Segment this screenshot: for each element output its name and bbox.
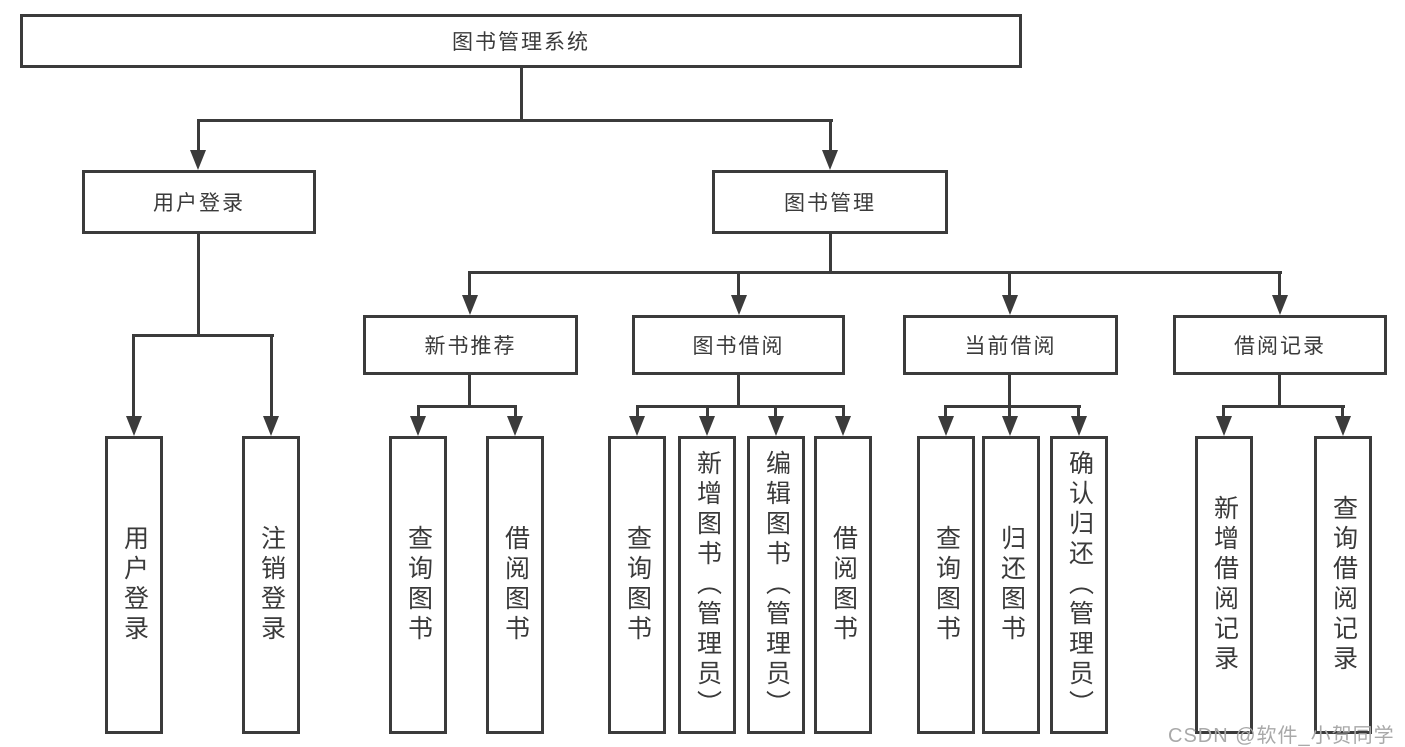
connector-line — [468, 375, 471, 408]
leaf-query-book-1: 查询图书 — [389, 436, 447, 734]
connector-line — [944, 405, 1081, 408]
arrowhead-down-icon — [1002, 295, 1018, 315]
connector-line — [1222, 405, 1345, 408]
connector-line — [514, 405, 517, 418]
connector-line — [944, 405, 947, 418]
connector-line — [132, 334, 135, 418]
connector-line — [737, 375, 740, 408]
arrowhead-down-icon — [731, 295, 747, 315]
arrowhead-down-icon — [835, 416, 851, 436]
node-root: 图书管理系统 — [20, 14, 1022, 68]
leaf-return-book: 归还图书 — [982, 436, 1040, 734]
connector-line — [829, 119, 832, 153]
connector-line — [829, 234, 832, 274]
connector-line — [197, 234, 200, 337]
connector-line — [1008, 375, 1011, 408]
node-book-management: 图书管理 — [712, 170, 948, 234]
node-current-borrow: 当前借阅 — [903, 315, 1118, 375]
leaf-borrow-book-2: 借阅图书 — [814, 436, 872, 734]
leaf-user-login: 用户登录 — [105, 436, 163, 734]
connector-line — [468, 271, 1282, 274]
connector-line — [468, 271, 471, 297]
connector-line — [270, 334, 273, 418]
node-borrow-record: 借阅记录 — [1173, 315, 1387, 375]
leaf-add-book-admin: 新增图书（管理员） — [678, 436, 736, 734]
arrowhead-down-icon — [938, 416, 954, 436]
connector-line — [520, 68, 523, 122]
arrowhead-down-icon — [1002, 416, 1018, 436]
arrowhead-down-icon — [1335, 416, 1351, 436]
node-book-borrow: 图书借阅 — [632, 315, 845, 375]
leaf-query-borrow-record: 查询借阅记录 — [1314, 436, 1372, 734]
leaf-confirm-return-admin: 确认归还（管理员） — [1050, 436, 1108, 734]
arrowhead-down-icon — [410, 416, 426, 436]
connector-line — [1278, 271, 1281, 297]
arrowhead-down-icon — [507, 416, 523, 436]
leaf-query-book-2: 查询图书 — [608, 436, 666, 734]
connector-line — [197, 119, 833, 122]
connector-line — [636, 405, 845, 408]
connector-line — [417, 405, 517, 408]
connector-line — [636, 405, 639, 418]
arrowhead-down-icon — [699, 416, 715, 436]
arrowhead-down-icon — [822, 150, 838, 170]
csdn-watermark: CSDN @软件_小贺同学 — [1168, 725, 1395, 747]
leaf-add-borrow-record: 新增借阅记录 — [1195, 436, 1253, 734]
connector-line — [1008, 271, 1011, 297]
leaf-edit-book-admin: 编辑图书（管理员） — [747, 436, 805, 734]
arrowhead-down-icon — [462, 295, 478, 315]
connector-line — [842, 405, 845, 418]
arrowhead-down-icon — [1272, 295, 1288, 315]
connector-line — [1222, 405, 1225, 418]
connector-line — [1341, 405, 1344, 418]
leaf-borrow-book-1: 借阅图书 — [486, 436, 544, 734]
arrowhead-down-icon — [629, 416, 645, 436]
arrowhead-down-icon — [263, 416, 279, 436]
connector-line — [1008, 405, 1011, 418]
node-user-login: 用户登录 — [82, 170, 316, 234]
connector-line — [774, 405, 777, 418]
connector-line — [1077, 405, 1080, 418]
node-new-book-recommend: 新书推荐 — [363, 315, 578, 375]
connector-line — [706, 405, 709, 418]
arrowhead-down-icon — [768, 416, 784, 436]
connector-line — [197, 119, 200, 153]
arrowhead-down-icon — [1071, 416, 1087, 436]
connector-line — [1278, 375, 1281, 408]
arrowhead-down-icon — [190, 150, 206, 170]
connector-line — [417, 405, 420, 418]
arrowhead-down-icon — [126, 416, 142, 436]
connector-line — [737, 271, 740, 297]
leaf-logout: 注销登录 — [242, 436, 300, 734]
leaf-query-book-3: 查询图书 — [917, 436, 975, 734]
arrowhead-down-icon — [1216, 416, 1232, 436]
connector-line — [132, 334, 274, 337]
